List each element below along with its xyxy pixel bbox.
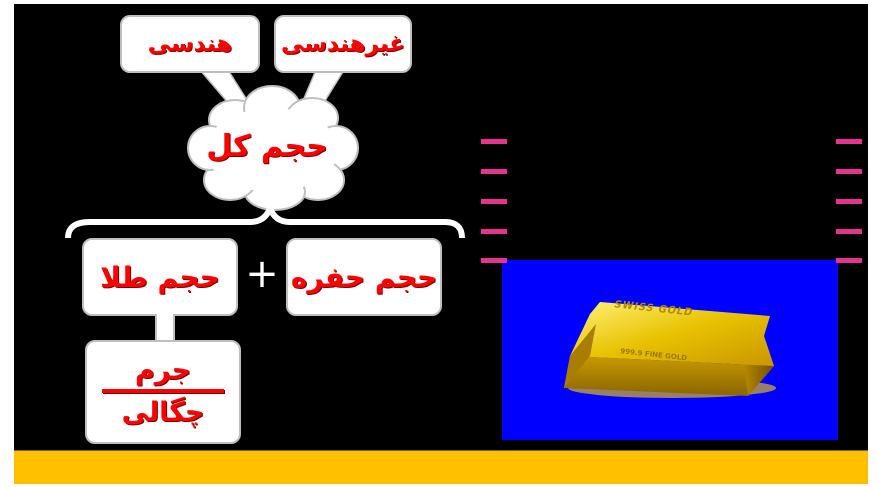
- tick-mark-right: [836, 229, 862, 234]
- curly-brace: [65, 199, 465, 239]
- yellow-floor: [14, 450, 868, 484]
- tick-mark-left: [481, 199, 507, 204]
- hole-volume-box: حجم حفره: [286, 238, 442, 316]
- total-volume-label: حجم کل: [206, 128, 328, 164]
- gold-bar-image: [564, 302, 776, 398]
- tick-mark-left: [481, 169, 507, 174]
- tick-mark-right: [836, 199, 862, 204]
- tick-mark-left: [481, 229, 507, 234]
- fraction-bar: [102, 389, 224, 393]
- tick-mark-left: [481, 258, 507, 263]
- non-geometric-box: غیرهندسی: [274, 15, 412, 73]
- tick-mark-right: [836, 169, 862, 174]
- gold-to-fraction-connector: [155, 314, 175, 342]
- plus-sign: +: [245, 251, 279, 297]
- cloud-shape: [187, 85, 359, 211]
- tick-mark-right: [836, 139, 862, 144]
- mass-over-density-box: جرم چگالی: [85, 340, 241, 444]
- tick-mark-left: [481, 139, 507, 144]
- gold-volume-box: حجم طلا: [82, 238, 238, 316]
- tick-mark-right: [836, 258, 862, 263]
- fraction-denominator: چگالی: [121, 397, 205, 428]
- geometric-box: هندسی: [120, 15, 260, 73]
- fraction-numerator: جرم: [134, 355, 192, 386]
